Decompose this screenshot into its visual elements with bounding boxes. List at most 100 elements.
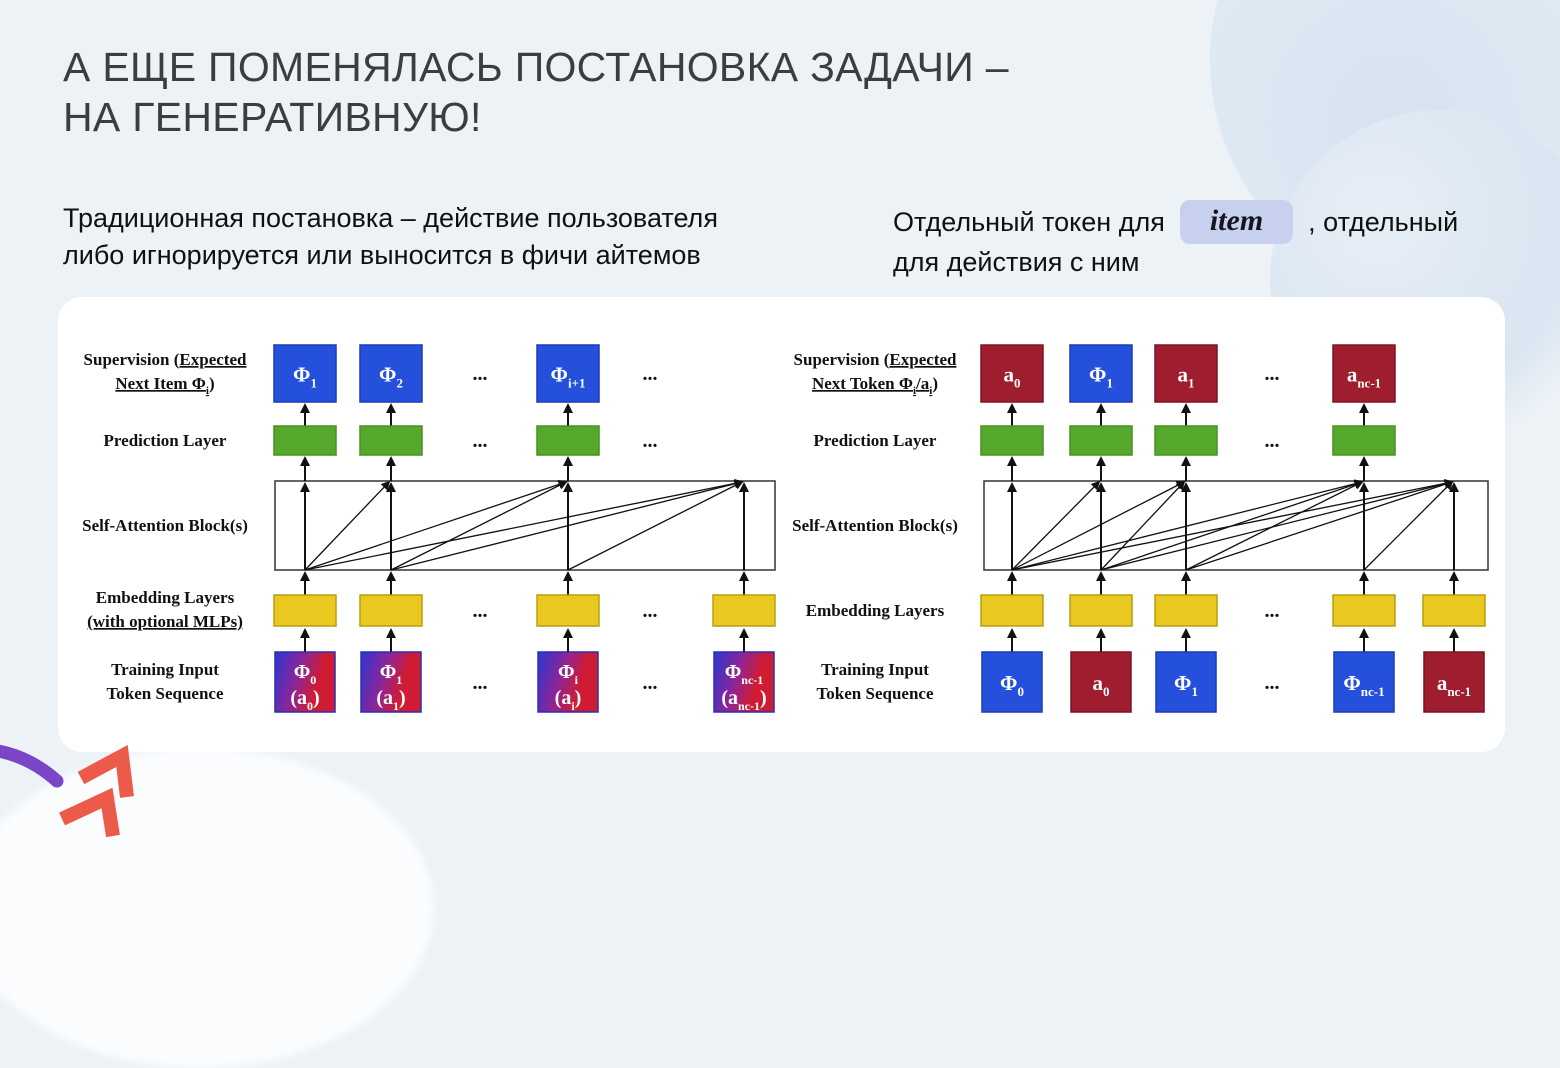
note-traditional: Традиционная постановка – действие польз…: [63, 200, 718, 274]
svg-text:Φ1: Φ1: [1174, 671, 1198, 699]
svg-text:Φi: Φi: [558, 661, 579, 687]
coral-chevron-down: [59, 787, 120, 838]
ellipsis-dots: ...: [1265, 363, 1280, 385]
svg-text:a0: a0: [1004, 363, 1021, 391]
title-line-2: НА ГЕНЕРАТИВНУЮ!: [63, 94, 482, 140]
svg-text:Φi+1: Φi+1: [551, 363, 586, 391]
label-input: Token Sequence: [817, 684, 934, 703]
input-token-box: [537, 651, 599, 713]
embedding-box: [1069, 594, 1133, 627]
ellipsis-dots: ...: [1265, 672, 1280, 694]
input-token-box: [981, 651, 1043, 713]
svg-text:anc-1: anc-1: [1347, 363, 1381, 391]
ellipsis-dots: ...: [473, 600, 488, 622]
svg-text:(anc-1): (anc-1): [721, 687, 766, 713]
supervision-token-box: [273, 344, 337, 403]
prediction-box: [1154, 425, 1218, 456]
embedding-box: [536, 594, 600, 627]
label-supervision: Supervision (Expected: [794, 350, 957, 369]
input-token-box: [360, 651, 422, 713]
self-attention-block: [274, 480, 776, 571]
item-token-badge: item: [1179, 200, 1294, 244]
svg-text:Φ2: Φ2: [379, 363, 403, 391]
page-title: А ЕЩЕ ПОМЕНЯЛАСЬ ПОСТАНОВКА ЗАДАЧИ – НА …: [63, 42, 1009, 142]
svg-text:(ai): (ai): [555, 687, 582, 713]
supervision-token-box: [359, 344, 423, 403]
label-prediction: Prediction Layer: [104, 431, 227, 450]
title-line-1: А ЕЩЕ ПОМЕНЯЛАСЬ ПОСТАНОВКА ЗАДАЧИ –: [63, 44, 1009, 90]
ellipsis-dots: ...: [643, 363, 658, 385]
ellipsis-dots: ...: [643, 430, 658, 452]
embedding-box: [712, 594, 776, 627]
supervision-token-box: [1332, 344, 1396, 403]
input-token-box: [713, 651, 775, 713]
input-token-box: [1423, 651, 1485, 713]
note-traditional-line-2: либо игнорируется или выносится в фичи а…: [63, 240, 701, 270]
svg-text:Φnc-1: Φnc-1: [1343, 671, 1384, 699]
prediction-box: [273, 425, 337, 456]
svg-text:a1: a1: [1178, 363, 1195, 391]
embedding-box: [980, 594, 1044, 627]
embedding-box: [273, 594, 337, 627]
coral-chevron-up: [77, 744, 134, 798]
label-supervision: Supervision (Expected: [84, 350, 247, 369]
ellipsis-dots: ...: [1265, 600, 1280, 622]
note-generative: Отдельный токен для item , отдельный для…: [893, 200, 1533, 281]
supervision-token-box: [1069, 344, 1133, 403]
supervision-token-box: [536, 344, 600, 403]
input-token-box: [274, 651, 336, 713]
svg-text:anc-1: anc-1: [1437, 671, 1471, 699]
label-supervision: Next Item Φi): [115, 374, 214, 397]
ellipsis-dots: ...: [1265, 430, 1280, 452]
svg-text:Φnc-1: Φnc-1: [725, 661, 764, 687]
svg-text:a0: a0: [1093, 671, 1110, 699]
prediction-box: [536, 425, 600, 456]
label-prediction: Prediction Layer: [814, 431, 937, 450]
prediction-box: [980, 425, 1044, 456]
ellipsis-dots: ...: [643, 600, 658, 622]
decor-blob-bottom-left: [0, 748, 434, 1068]
note-traditional-line-1: Традиционная постановка – действие польз…: [63, 203, 718, 233]
embedding-box: [1154, 594, 1218, 627]
label-input: Token Sequence: [107, 684, 224, 703]
label-embedding: Embedding Layers: [806, 601, 945, 620]
label-attention: Self-Attention Block(s): [792, 516, 958, 535]
ellipsis-dots: ...: [643, 672, 658, 694]
input-token-box: [1333, 651, 1395, 713]
svg-text:Φ1: Φ1: [293, 363, 317, 391]
prediction-box: [1069, 425, 1133, 456]
input-token-box: [1070, 651, 1132, 713]
label-input: Training Input: [111, 660, 219, 679]
embedding-box: [1422, 594, 1486, 627]
svg-text:Φ1: Φ1: [380, 661, 403, 687]
supervision-token-box: [1154, 344, 1218, 403]
label-embedding: (with optional MLPs): [87, 612, 243, 631]
svg-text:(a0): (a0): [290, 687, 319, 713]
prediction-box: [359, 425, 423, 456]
ellipsis-dots: ...: [473, 430, 488, 452]
purple-arc: [0, 744, 64, 788]
input-token-box: [1155, 651, 1217, 713]
note-generative-line-2: для действия с ним: [893, 247, 1140, 277]
label-supervision: Next Token Φi/ai): [812, 374, 938, 397]
ellipsis-dots: ...: [473, 672, 488, 694]
supervision-token-box: [980, 344, 1044, 403]
svg-text:Φ0: Φ0: [1000, 671, 1024, 699]
label-attention: Self-Attention Block(s): [82, 516, 248, 535]
svg-text:(a1): (a1): [376, 687, 405, 713]
note-generative-prefix: Отдельный токен для: [893, 206, 1165, 237]
prediction-box: [1332, 425, 1396, 456]
embedding-box: [1332, 594, 1396, 627]
label-embedding: Embedding Layers: [96, 588, 235, 607]
embedding-box: [359, 594, 423, 627]
svg-text:Φ1: Φ1: [1089, 363, 1113, 391]
note-generative-suffix: , отдельный: [1308, 206, 1459, 237]
self-attention-block: [983, 480, 1489, 571]
label-input: Training Input: [821, 660, 929, 679]
ellipsis-dots: ...: [473, 363, 488, 385]
svg-text:Φ0: Φ0: [294, 661, 317, 687]
